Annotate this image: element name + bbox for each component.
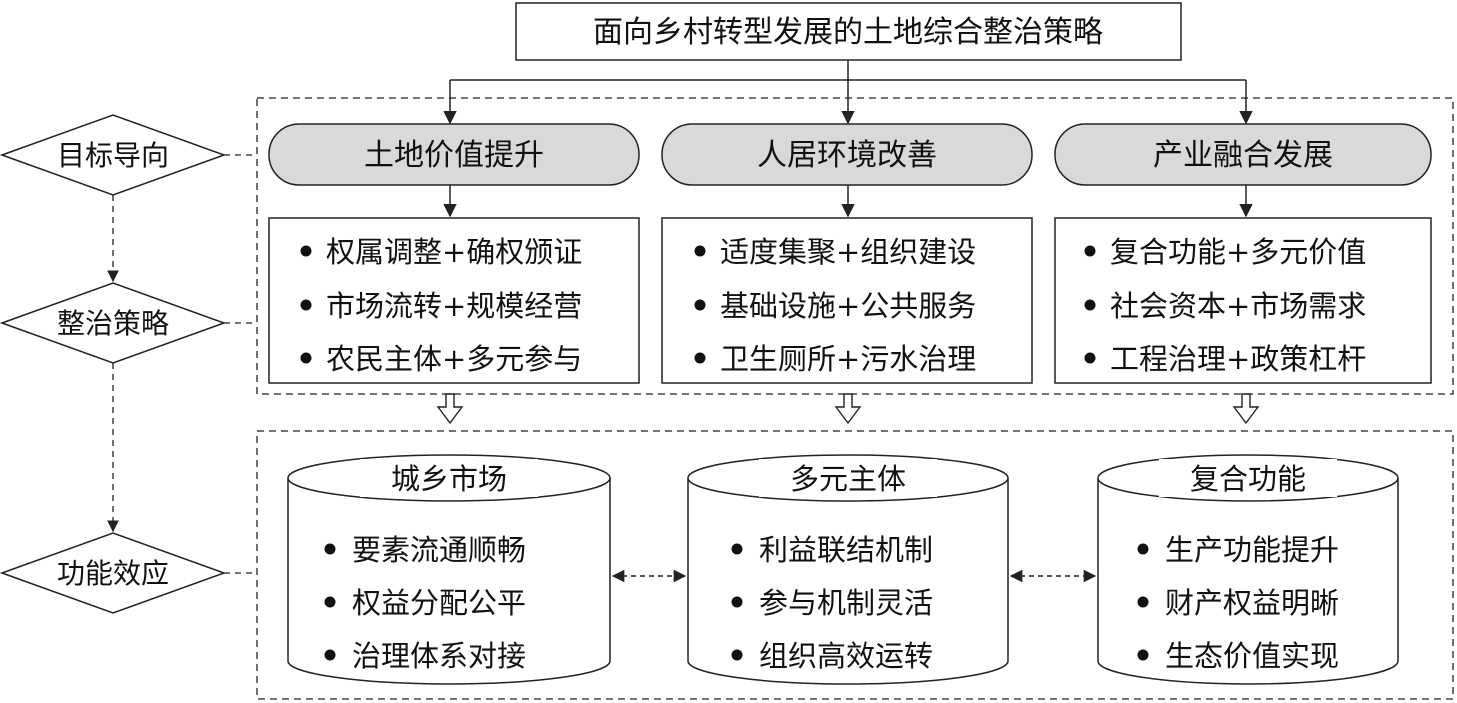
side-label-goal: 目标导向 — [0, 114, 227, 196]
strategy-box-2: 适度集聚+组织建设 基础设施+公共服务 卫生厕所+污水治理 — [661, 217, 1033, 384]
svg-text:卫生厕所+污水治理: 卫生厕所+污水治理 — [720, 342, 976, 376]
diagram-title: 面向乡村转型发展的土地综合整治策略 — [593, 15, 1103, 50]
svg-text:市场流转+规模经营: 市场流转+规模经营 — [326, 289, 582, 323]
svg-text:工程治理+政策杠杆: 工程治理+政策杠杆 — [1110, 342, 1366, 376]
side-label-effect: 功能效应 — [0, 532, 227, 614]
svg-text:参与机制灵活: 参与机制灵活 — [759, 586, 933, 620]
hollow-arrow-1 — [436, 393, 464, 425]
svg-text:权益分配公平: 权益分配公平 — [352, 586, 526, 620]
effect-cylinder-3: 复合功能 生产功能提升 财产权益明晰 生态价值实现 — [1097, 454, 1399, 685]
goal-strategy-arrows — [443, 185, 1253, 218]
svg-text:要素流通顺畅: 要素流通顺畅 — [352, 533, 526, 567]
svg-text:多元主体: 多元主体 — [790, 462, 906, 496]
hollow-arrows — [436, 393, 1260, 425]
strategy-box-3: 复合功能+多元价值 社会资本+市场需求 工程治理+政策杠杆 — [1054, 217, 1432, 384]
effect-cylinder-1: 城乡市场 要素流通顺畅 权益分配公平 治理体系对接 — [287, 454, 611, 685]
goal-pill-1: 土地价值提升 — [268, 123, 640, 186]
effect-cylinder-2: 多元主体 利益联结机制 参与机制灵活 组织高效运转 — [687, 454, 1009, 685]
strategy-box-1: 权属调整+确权颁证 市场流转+规模经营 农民主体+多元参与 — [268, 217, 640, 384]
svg-text:目标导向: 目标导向 — [57, 139, 169, 172]
svg-text:利益联结机制: 利益联结机制 — [759, 533, 933, 567]
svg-text:复合功能+多元价值: 复合功能+多元价值 — [1110, 235, 1366, 269]
hollow-arrow-2 — [834, 393, 862, 425]
svg-text:复合功能: 复合功能 — [1190, 462, 1306, 496]
svg-text:功能效应: 功能效应 — [57, 557, 169, 590]
svg-text:产业融合发展: 产业融合发展 — [1153, 138, 1333, 173]
hollow-arrow-3 — [1232, 393, 1260, 425]
svg-text:治理体系对接: 治理体系对接 — [352, 639, 526, 673]
side-label-strategy: 整治策略 — [0, 282, 227, 364]
goal-pill-2: 人居环境改善 — [661, 123, 1033, 186]
side-connectors — [107, 154, 257, 574]
svg-text:财产权益明晰: 财产权益明晰 — [1165, 586, 1339, 620]
goal-pill-3: 产业融合发展 — [1054, 123, 1432, 186]
svg-text:人居环境改善: 人居环境改善 — [757, 138, 937, 173]
svg-text:整治策略: 整治策略 — [57, 307, 169, 340]
svg-text:生产功能提升: 生产功能提升 — [1165, 533, 1339, 567]
svg-text:土地价值提升: 土地价值提升 — [364, 138, 544, 173]
title-connectors — [443, 60, 1253, 125]
title-box: 面向乡村转型发展的土地综合整治策略 — [515, 2, 1182, 61]
svg-text:基础设施+公共服务: 基础设施+公共服务 — [720, 289, 976, 323]
svg-text:权属调整+确权颁证: 权属调整+确权颁证 — [326, 235, 582, 269]
svg-text:农民主体+多元参与: 农民主体+多元参与 — [326, 342, 582, 376]
svg-text:适度集聚+组织建设: 适度集聚+组织建设 — [720, 235, 976, 269]
svg-text:社会资本+市场需求: 社会资本+市场需求 — [1110, 289, 1366, 323]
strategy-region — [256, 97, 1454, 395]
svg-text:生态价值实现: 生态价值实现 — [1165, 639, 1339, 673]
svg-text:组织高效运转: 组织高效运转 — [759, 639, 933, 673]
svg-text:城乡市场: 城乡市场 — [391, 462, 507, 496]
